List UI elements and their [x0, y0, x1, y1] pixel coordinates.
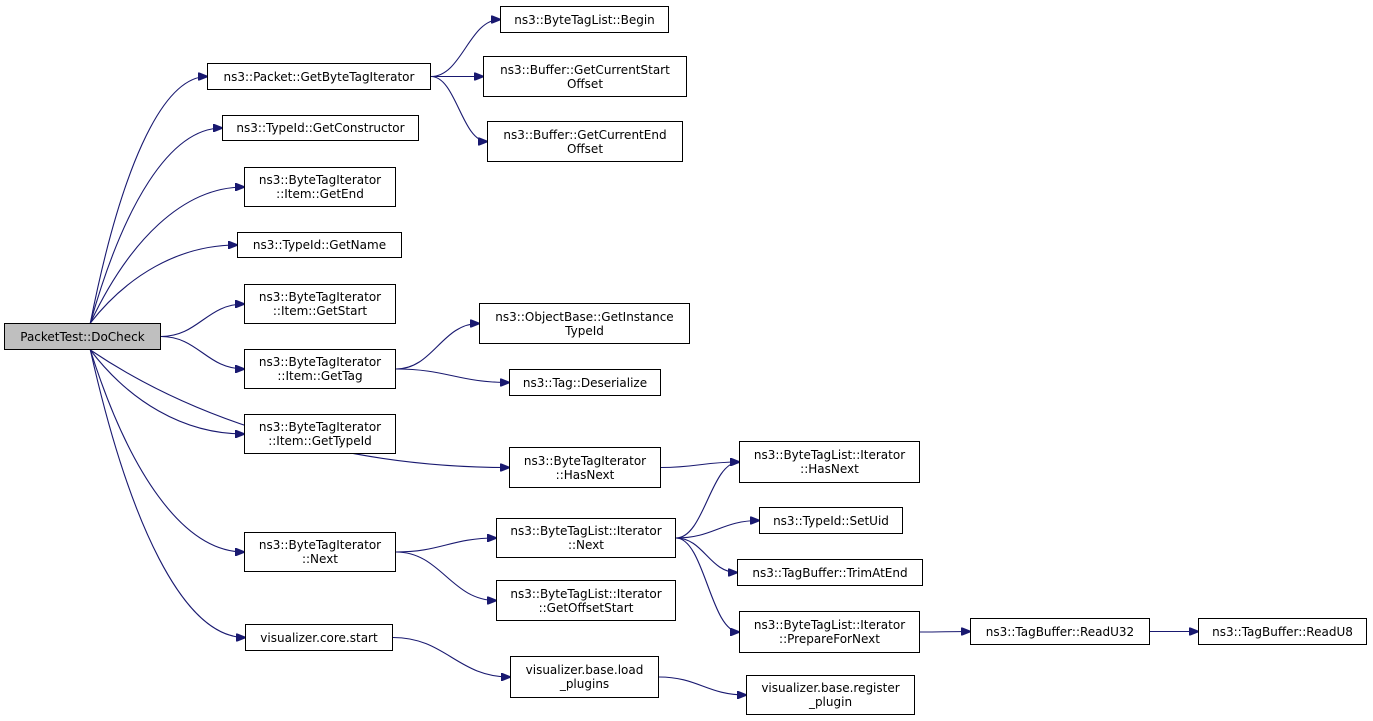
node-label-line: ns3::ByteTagList::Iterator: [753, 448, 906, 462]
edge-btl-iterator-next-to-btl-iterator-hasnext: [675, 462, 739, 539]
edge-pkt-getbytetagiterator-to-btl-begin: [430, 20, 500, 78]
node-typeid-getname[interactable]: ns3::TypeId::GetName: [237, 232, 402, 258]
node-bti-item-getend[interactable]: ns3::ByteTagIterator::Item::GetEnd: [244, 167, 396, 207]
edge-root-to-bti-next: [89, 349, 244, 552]
node-label-line: ns3::Tag::Deserialize: [522, 375, 648, 390]
node-label-line: ns3::ByteTagIterator: [258, 173, 382, 187]
node-btl-begin[interactable]: ns3::ByteTagList::Begin: [500, 6, 669, 33]
node-pkt-getbytetagiterator[interactable]: ns3::Packet::GetByteTagIterator: [207, 63, 431, 90]
node-label-line: ns3::TypeId::GetConstructor: [236, 121, 405, 135]
edge-pkt-getbytetagiterator-to-buffer-getcurrentendoffset: [430, 75, 487, 142]
node-label-line: ns3::ByteTagList::Begin: [514, 12, 655, 27]
node-visualizer-core-start[interactable]: visualizer.core.start: [245, 624, 393, 651]
node-btl-iterator-next[interactable]: ns3::ByteTagList::Iterator::Next: [496, 518, 676, 558]
node-bti-hasnext[interactable]: ns3::ByteTagIterator::HasNext: [509, 447, 661, 488]
node-bti-next[interactable]: ns3::ByteTagIterator::Next: [244, 532, 396, 572]
node-label-line: visualizer.base.register: [761, 681, 900, 695]
edge-bti-item-gettag-to-tag-deserialize: [395, 368, 509, 383]
node-label-line: ns3::ObjectBase::GetInstance: [495, 309, 674, 324]
node-bti-item-gettag[interactable]: ns3::ByteTagIterator::Item::GetTag: [244, 349, 396, 389]
node-typeid-setuid[interactable]: ns3::TypeId::SetUid: [759, 507, 903, 534]
edge-btl-iterator-preparefornext-to-tagbuffer-readu32: [919, 632, 970, 633]
node-typeid-getconstructor[interactable]: ns3::TypeId::GetConstructor: [222, 115, 419, 141]
node-tagbuffer-trimatend[interactable]: ns3::TagBuffer::TrimAtEnd: [737, 559, 923, 586]
node-label-line: ::Item::GetTag: [277, 369, 363, 383]
node-visualizer-base-register-plugin[interactable]: visualizer.base.register_plugin: [746, 675, 915, 715]
node-label-line: ns3::ByteTagList::Iterator: [510, 586, 662, 601]
node-label-line: ns3::TagBuffer::TrimAtEnd: [752, 565, 908, 580]
node-btl-iterator-getoffsetstart[interactable]: ns3::ByteTagList::Iterator::GetOffsetSta…: [496, 580, 676, 621]
node-label-line: ::HasNext: [555, 467, 615, 482]
node-btl-iterator-hasnext[interactable]: ns3::ByteTagList::Iterator::HasNext: [739, 441, 920, 483]
node-label-line: ::PrepareForNext: [779, 632, 880, 646]
node-label-line: ::Next: [567, 538, 605, 552]
edge-visualizer-base-load-plugins-to-visualizer-base-register-plugin: [658, 676, 746, 695]
node-visualizer-base-load-plugins[interactable]: visualizer.base.load_plugins: [510, 656, 659, 698]
node-label-line: TypeId: [565, 323, 604, 338]
node-label-line: ns3::TagBuffer::ReadU32: [985, 624, 1135, 639]
node-label-line: ns3::ByteTagList::Iterator: [510, 524, 662, 538]
node-label-line: ns3::ByteTagList::Iterator: [753, 618, 906, 632]
node-label-line: ns3::Buffer::GetCurrentStart: [500, 62, 670, 77]
edge-bti-next-to-btl-iterator-getoffsetstart: [395, 551, 496, 601]
node-label-line: ::Next: [301, 552, 339, 566]
edge-btl-iterator-next-to-btl-iterator-preparefornext: [675, 537, 739, 632]
node-label-line: Offset: [566, 141, 604, 156]
edge-btl-iterator-next-to-tagbuffer-trimatend: [675, 537, 737, 573]
node-label-line: ns3::ByteTagIterator: [258, 290, 382, 304]
edge-root-to-typeid-getconstructor: [89, 128, 222, 324]
edge-root-to-bti-item-getend: [89, 187, 244, 324]
node-label-line: ns3::TypeId::SetUid: [773, 513, 889, 528]
edge-root-to-pkt-getbytetagiterator: [89, 77, 207, 324]
node-label-line: ::GetOffsetStart: [538, 600, 634, 615]
node-label-line: ns3::Packet::GetByteTagIterator: [223, 69, 415, 84]
node-label-line: ::Item::GetStart: [272, 304, 368, 318]
edge-btl-iterator-next-to-typeid-setuid: [675, 521, 759, 539]
node-label-line: visualizer.base.load: [525, 663, 644, 677]
node-label-line: ::Item::GetTypeId: [268, 434, 372, 448]
node-label-line: _plugins: [559, 677, 610, 691]
node-label-line: visualizer.core.start: [260, 630, 378, 645]
edge-root-to-typeid-getname: [89, 245, 237, 324]
node-label-line: ns3::Buffer::GetCurrentEnd: [503, 127, 667, 142]
node-label-line: ns3::TagBuffer::ReadU8: [1212, 624, 1353, 639]
edge-bti-next-to-btl-iterator-next: [395, 538, 496, 553]
edge-root-to-bti-item-gettypeid: [89, 349, 244, 434]
node-label-line: ns3::ByteTagIterator: [258, 538, 382, 552]
node-label-line: ::HasNext: [800, 462, 859, 476]
edge-root-to-visualizer-core-start: [89, 349, 245, 638]
node-label-line: _plugin: [808, 695, 853, 709]
edge-root-to-bti-item-gettag: [160, 335, 244, 370]
node-label-line: ns3::ByteTagIterator: [523, 453, 647, 468]
edge-visualizer-core-start-to-visualizer-base-load-plugins: [392, 636, 510, 678]
node-root-label: PacketTest::DoCheck: [20, 329, 145, 344]
node-label-line: ns3::TypeId::GetName: [252, 238, 387, 252]
node-bti-item-getstart[interactable]: ns3::ByteTagIterator::Item::GetStart: [244, 284, 396, 324]
node-bti-item-gettypeid[interactable]: ns3::ByteTagIterator::Item::GetTypeId: [244, 414, 396, 454]
node-label-line: ::Item::GetEnd: [276, 187, 364, 201]
node-label-line: ns3::ByteTagIterator: [258, 355, 382, 369]
node-label-line: Offset: [566, 76, 604, 91]
node-tagbuffer-readu8[interactable]: ns3::TagBuffer::ReadU8: [1198, 618, 1367, 645]
edge-bti-item-gettag-to-objectbase-getinstancetypeid: [395, 324, 479, 370]
node-tagbuffer-readu32[interactable]: ns3::TagBuffer::ReadU32: [970, 618, 1150, 645]
node-root[interactable]: PacketTest::DoCheck: [4, 323, 161, 350]
node-label-line: ns3::ByteTagIterator: [258, 420, 382, 434]
edge-root-to-bti-item-getstart: [160, 304, 244, 338]
node-tag-deserialize[interactable]: ns3::Tag::Deserialize: [509, 369, 661, 396]
node-btl-iterator-preparefornext[interactable]: ns3::ByteTagList::Iterator::PrepareForNe…: [739, 611, 920, 653]
